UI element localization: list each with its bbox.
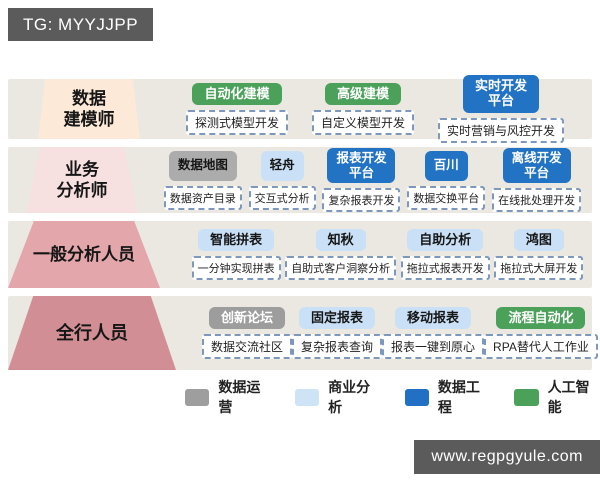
role-cell: 业务 分析师	[8, 147, 153, 213]
legend-swatch-data-engineering-icon	[404, 388, 429, 406]
tool-group-process-automation: 流程自动化 RPA替代人工作业	[484, 306, 598, 360]
tool-desc-report-dev-platform: 复杂报表开发	[322, 187, 401, 212]
tool-desc-qingzhou: 交互式分析	[248, 185, 316, 210]
tools-row-3: 智能拼表 一分钟实现拼表 知秋 自助式客户洞察分析 自助分析 拖拉式报表开发 鸿…	[183, 221, 592, 288]
tool-desc-baichuan: 数据交换平台	[407, 185, 486, 210]
tool-button-zhiqiu: 知秋	[315, 228, 366, 252]
tool-button-baichuan: 百川	[424, 150, 468, 181]
tool-group-data-map: 数据地图 数据资产目录	[163, 150, 242, 210]
tool-button-innovation-forum: 创新论坛	[209, 306, 286, 330]
website-watermark-badge: www.regpgyule.com	[414, 440, 600, 474]
row-business-analyst: 业务 分析师 数据地图 数据资产目录 轻舟 交互式分析 报表开发 平台 复杂报表…	[8, 147, 592, 213]
tool-button-fixed-reports: 固定报表	[299, 306, 376, 330]
tool-group-report-dev-platform: 报表开发 平台 复杂报表开发	[322, 148, 401, 212]
tool-button-qingzhou: 轻舟	[260, 150, 304, 181]
tool-desc-self-service-analysis: 拖拉式报表开发	[400, 256, 490, 281]
legend-swatch-data-ops-icon	[185, 388, 210, 406]
tool-desc-offline-dev-platform: 在线批处理开发	[492, 187, 582, 212]
tool-button-report-dev-platform: 报表开发 平台	[327, 148, 396, 183]
tool-button-advanced-modeling: 高级建模	[324, 82, 401, 106]
tool-desc-advanced-modeling: 自定义模型开发	[311, 110, 414, 136]
legend-item-business-analysis: 商业分析	[294, 377, 381, 417]
tool-button-data-map: 数据地图	[168, 150, 237, 181]
row-data-modeler: 数据 建模师 自动化建模 探测式模型开发 高级建模 自定义模型开发 实时开发 平…	[8, 75, 592, 143]
role-cell: 数据 建模师	[8, 79, 158, 139]
legend-item-data-engineering: 数据工程	[404, 377, 491, 417]
tool-desc-zhiqiu: 自助式客户洞察分析	[285, 256, 397, 281]
tool-desc-smart-table: 一分钟实现拼表	[191, 256, 281, 281]
tool-group-baichuan: 百川 数据交换平台	[407, 150, 486, 210]
legend-item-ai: 人工智能	[514, 377, 600, 417]
tool-group-qingzhou: 轻舟 交互式分析	[248, 150, 316, 210]
legend-label-data-engineering: 数据工程	[437, 379, 480, 415]
legend-item-data-ops: 数据运营	[185, 377, 271, 417]
tool-group-offline-dev-platform: 离线开发 平台 在线批处理开发	[492, 148, 582, 212]
tool-group-realtime-dev-platform: 实时开发 平台 实时营销与风控开发	[437, 75, 564, 143]
tool-button-realtime-dev-platform: 实时开发 平台	[462, 75, 539, 113]
tool-group-fixed-reports: 固定报表 复杂报表查询	[292, 306, 383, 360]
legend-swatch-ai-icon	[514, 388, 539, 406]
tool-desc-mobile-reports: 报表一键到原心	[382, 334, 485, 360]
role-label-data-modeler: 数据 建模师	[38, 79, 140, 139]
row-general-analyst: 一般分析人员 智能拼表 一分钟实现拼表 知秋 自助式客户洞察分析 自助分析 拖拉…	[8, 221, 592, 288]
tool-button-mobile-reports: 移动报表	[395, 306, 472, 330]
tool-desc-fixed-reports: 复杂报表查询	[292, 334, 383, 360]
tool-group-zhiqiu: 知秋 自助式客户洞察分析	[285, 228, 397, 281]
role-cell: 一般分析人员	[8, 221, 183, 288]
tool-group-hongtu: 鸿图 拖拉式大屏开发	[494, 228, 584, 281]
legend-label-ai: 人工智能	[547, 379, 590, 415]
tool-desc-data-map: 数据资产目录	[163, 185, 242, 210]
tool-button-process-automation: 流程自动化	[496, 306, 586, 330]
tool-button-smart-table: 智能拼表	[198, 228, 275, 252]
legend: 数据运营 商业分析 数据工程 人工智能	[185, 379, 600, 415]
tool-desc-process-automation: RPA替代人工作业	[484, 334, 598, 360]
tool-button-self-service-analysis: 自助分析	[407, 228, 484, 252]
role-cell: 全行人员	[8, 296, 198, 370]
tool-group-auto-modeling: 自动化建模 探测式模型开发	[185, 82, 288, 136]
role-label-all-staff: 全行人员	[8, 296, 176, 370]
tool-group-mobile-reports: 移动报表 报表一键到原心	[382, 306, 485, 360]
tool-group-innovation-forum: 创新论坛 数据交流社区	[202, 306, 293, 360]
tool-desc-auto-modeling: 探测式模型开发	[185, 110, 288, 136]
legend-swatch-business-analysis-icon	[294, 388, 320, 406]
tool-group-advanced-modeling: 高级建模 自定义模型开发	[311, 82, 414, 136]
tool-button-hongtu: 鸿图	[513, 228, 564, 252]
role-label-business-analyst: 业务 分析师	[26, 147, 138, 213]
tools-row-1: 自动化建模 探测式模型开发 高级建模 自定义模型开发 实时开发 平台 实时营销与…	[158, 75, 592, 143]
tool-desc-hongtu: 拖拉式大屏开发	[494, 256, 584, 281]
tools-row-2: 数据地图 数据资产目录 轻舟 交互式分析 报表开发 平台 复杂报表开发 百川 数…	[153, 147, 592, 213]
tools-row-4: 创新论坛 数据交流社区 固定报表 复杂报表查询 移动报表 报表一键到原心 流程自…	[198, 296, 600, 370]
legend-label-data-ops: 数据运营	[218, 379, 261, 415]
tool-desc-realtime-dev-platform: 实时营销与风控开发	[437, 117, 564, 143]
tool-button-offline-dev-platform: 离线开发 平台	[502, 148, 571, 183]
legend-label-business-analysis: 商业分析	[328, 379, 371, 415]
tg-watermark-badge: TG: MYYJJPP	[8, 8, 154, 41]
tool-desc-innovation-forum: 数据交流社区	[202, 334, 293, 360]
row-all-staff: 全行人员 创新论坛 数据交流社区 固定报表 复杂报表查询 移动报表 报表一键到原…	[8, 296, 598, 370]
tool-button-auto-modeling: 自动化建模	[192, 82, 282, 106]
role-label-general-analyst: 一般分析人员	[8, 221, 160, 288]
tool-group-self-service-analysis: 自助分析 拖拉式报表开发	[400, 228, 490, 281]
tool-group-smart-table: 智能拼表 一分钟实现拼表	[191, 228, 281, 281]
